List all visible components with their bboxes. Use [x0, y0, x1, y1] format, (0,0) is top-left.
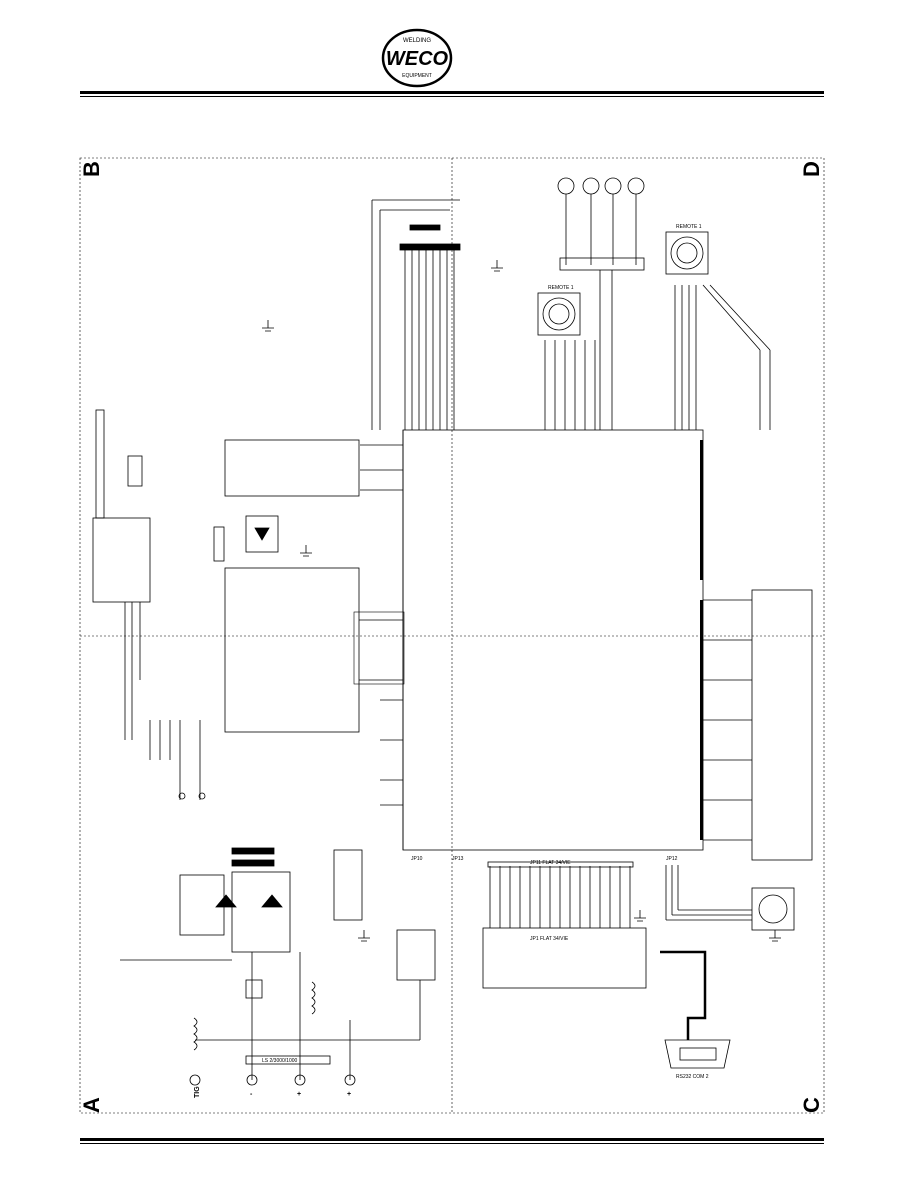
hf-board [333, 849, 363, 921]
filter-board [92, 517, 151, 603]
hall-sensor [245, 979, 263, 999]
corner-label-b: B [78, 161, 104, 177]
bridge-rectifier [245, 515, 279, 553]
label-jp-mid: JP13 [452, 856, 464, 862]
rectifier-block [231, 871, 291, 953]
inductor [311, 981, 316, 1015]
tig-terminal [189, 1074, 201, 1086]
connector-strip-2 [409, 224, 441, 231]
rs232-cable [660, 950, 707, 1040]
label-jp-left: JP10 [411, 856, 423, 862]
transformer-core-bottom [231, 859, 275, 867]
torch-cable [95, 409, 105, 519]
din-connector-frame [751, 887, 795, 931]
diode-right [261, 894, 283, 908]
transformer-core-top [231, 847, 275, 855]
logo-bottom-text: EQUIPMENT [402, 73, 432, 79]
label-remote-mid: REMOTE 1 [548, 285, 574, 291]
label-minus-terminal: - [250, 1091, 253, 1098]
corner-label-c: C [798, 1097, 824, 1113]
meter-2 [582, 177, 600, 195]
remote-connector-top-frame [665, 231, 709, 275]
main-control-board [402, 429, 704, 851]
plus-terminal-1 [294, 1074, 306, 1086]
plus-terminal-2 [344, 1074, 356, 1086]
flat-cable-board [482, 927, 647, 989]
weco-logo: WELDING WECO EQUIPMENT [381, 28, 453, 88]
label-flat-cable-bottom: JP1 FLAT 34/VIE [530, 936, 569, 942]
remote-connector-top [670, 236, 704, 270]
label-tig-terminal: TIG [194, 1086, 201, 1098]
logo-top-text: WELDING [403, 38, 431, 44]
shunt-bar [245, 1055, 331, 1065]
label-flat-cable-left: JP11 FLAT 34/VIE [530, 860, 571, 866]
small-board [396, 929, 436, 981]
resistor [213, 526, 225, 562]
header-rule-thick [80, 91, 824, 94]
label-serial-port: RS232 COM 2 [676, 1074, 709, 1080]
logo-brand: WECO [386, 48, 449, 70]
meter-terminal [559, 257, 645, 271]
bridge-diode [254, 527, 270, 541]
rs232-connector [664, 1039, 731, 1069]
power-board [224, 567, 360, 733]
label-remote-top: REMOTE 1 [676, 224, 702, 230]
footer-rule-thin [80, 1143, 824, 1144]
label-plus-terminal-2: + [347, 1091, 351, 1098]
meter-3 [604, 177, 622, 195]
corner-label-a: A [78, 1097, 104, 1113]
remote-connector-mid-frame [537, 292, 581, 336]
connector-board [751, 589, 813, 861]
meter-4 [627, 177, 645, 195]
hf-coil [193, 1017, 198, 1051]
rf-filter [127, 455, 143, 487]
aux-board-top [224, 439, 360, 497]
din-connector [758, 894, 788, 924]
remote-connector-mid [542, 297, 576, 331]
diode-left [215, 894, 237, 908]
corner-label-d: D [798, 161, 824, 177]
label-shunt: LS 2/3000/1000 [262, 1058, 298, 1064]
label-plus-terminal-1: + [297, 1091, 301, 1098]
meter-1 [557, 177, 575, 195]
footer-rule-thick [80, 1138, 824, 1141]
label-jp-right: JP12 [666, 856, 678, 862]
minus-terminal [246, 1074, 258, 1086]
header-rule-thin [80, 96, 824, 97]
connector-strip-1 [399, 243, 461, 251]
